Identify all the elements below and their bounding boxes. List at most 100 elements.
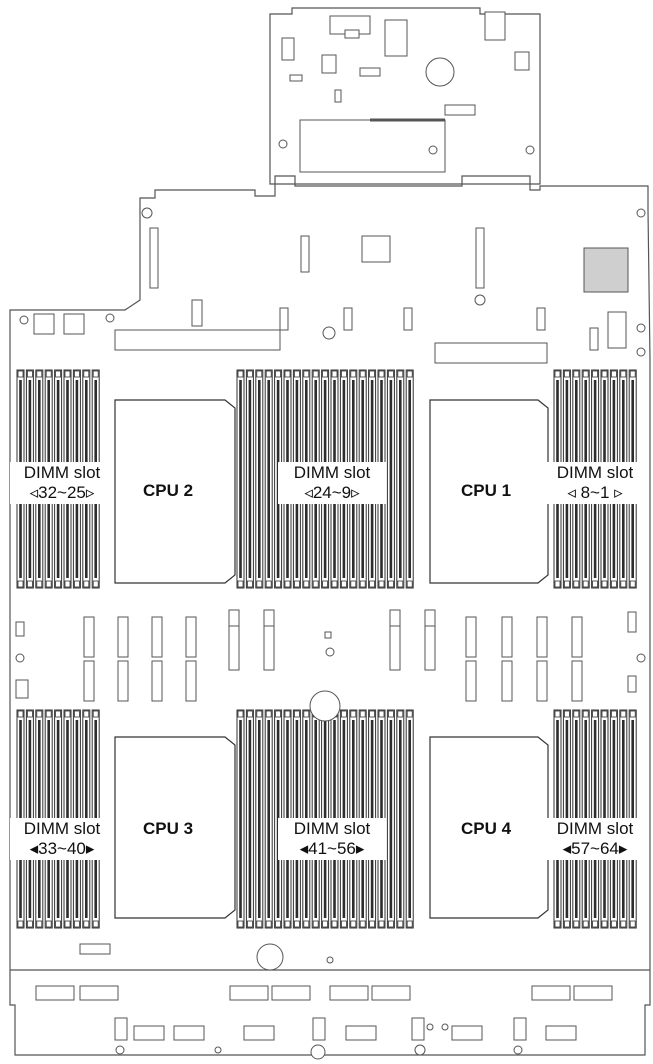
capacitor <box>309 690 341 722</box>
top-io-components <box>278 11 535 173</box>
dimm-slot <box>245 709 254 929</box>
riser-connector <box>536 660 548 702</box>
dimm-title: DIMM slot <box>23 463 101 482</box>
screw-hole <box>636 653 646 663</box>
small-chip <box>324 631 332 639</box>
riser-connector <box>465 660 477 702</box>
cpu4-label: CPU 4 <box>461 819 512 838</box>
coin-cell <box>256 943 284 971</box>
mid-row-connectors <box>15 609 646 722</box>
riser-connector <box>571 616 583 658</box>
dimm-label-57-64: DIMM slot ◂57~64▸ <box>543 818 647 860</box>
riser-connector <box>117 616 129 658</box>
cpu-socket <box>114 399 236 584</box>
cpu1-label: CPU 1 <box>461 481 512 500</box>
dimm-label-33-40: DIMM slot ◂33~40▸ <box>10 818 114 860</box>
bmc-chip <box>583 247 629 293</box>
pcie-connector <box>389 625 401 671</box>
io-chip-2 <box>359 67 381 77</box>
io-chip-1 <box>321 54 337 74</box>
riser-card <box>299 119 446 173</box>
board-outline <box>9 7 651 1056</box>
dimm-slot <box>236 709 245 929</box>
dimm-title: DIMM slot <box>23 819 101 838</box>
pcie-slot-left <box>149 227 159 289</box>
cpu-sockets <box>114 399 549 919</box>
small-connector <box>627 611 637 633</box>
riser-connector <box>83 660 95 702</box>
dimm-slot <box>386 709 395 929</box>
dimm-slot <box>405 369 414 589</box>
pcie-connector <box>263 625 275 671</box>
riser-connector <box>185 616 197 658</box>
riser-connector <box>536 616 548 658</box>
square-switch-1 <box>33 313 55 335</box>
dimm-slot <box>396 369 405 589</box>
pcie-connector <box>424 625 436 671</box>
mid-components <box>19 207 646 364</box>
connector-c <box>343 307 353 331</box>
dimm-title: DIMM slot <box>556 463 634 482</box>
bottom-components <box>35 943 613 1060</box>
bar-left <box>114 329 281 351</box>
small-connector <box>15 679 29 699</box>
pcie-slot-right <box>475 227 485 289</box>
dimm-slot <box>236 369 245 589</box>
cpu2-label: CPU 2 <box>143 481 194 500</box>
io-connector-2 <box>384 19 408 57</box>
small-connector <box>15 621 25 637</box>
riser-connector <box>83 616 95 658</box>
riser-connector <box>185 660 197 702</box>
serial-port <box>344 29 360 39</box>
riser-connector <box>117 660 129 702</box>
cpu-socket <box>114 736 236 919</box>
connector-d <box>403 307 413 331</box>
dimm-label-8-1: DIMM slot ◃ 8~1 ▹ <box>543 462 647 504</box>
dimm-range: ◂41~56▸ <box>299 839 365 858</box>
dimm-slot <box>264 369 273 589</box>
dimm-slot <box>264 709 273 929</box>
dimm-range: ◃24~9▹ <box>304 483 360 502</box>
dimm-slot <box>255 369 264 589</box>
coin-battery <box>425 57 455 87</box>
pcie-connector <box>228 625 240 671</box>
m2-connector-1 <box>300 235 310 273</box>
small-connector <box>627 675 637 693</box>
dimm-slot <box>245 369 254 589</box>
bar-right <box>434 342 548 364</box>
io-connector-4 <box>514 51 530 71</box>
screw-hole <box>15 653 25 663</box>
dimm-range: ◃32~25▹ <box>29 483 95 502</box>
riser-connector <box>571 660 583 702</box>
cpu-socket <box>429 399 549 584</box>
dimm-range: ◂57~64▸ <box>562 839 628 858</box>
dimm-slot <box>405 709 414 929</box>
io-chip-4 <box>444 104 476 116</box>
connector-a <box>191 299 203 327</box>
screw-hole <box>325 647 335 657</box>
io-chip-3 <box>334 89 342 103</box>
dimm-label-41-56: DIMM slot ◂41~56▸ <box>278 818 386 860</box>
cpu3-label: CPU 3 <box>143 819 194 838</box>
dimm-title: DIMM slot <box>293 463 371 482</box>
dimm-slot <box>386 369 395 589</box>
cpu-socket <box>429 736 549 919</box>
dimm-label-24-9: DIMM slot ◃24~9▹ <box>278 462 386 504</box>
riser-connector <box>501 616 513 658</box>
dimm-range: ◃ 8~1 ▹ <box>567 483 623 502</box>
board-upper-section <box>9 175 651 1056</box>
dimm-title: DIMM slot <box>556 819 634 838</box>
riser-connector <box>465 616 477 658</box>
power-connector <box>607 311 627 349</box>
riser-connector <box>151 616 163 658</box>
chip-square <box>361 235 391 263</box>
dimm-title: DIMM slot <box>293 819 371 838</box>
io-connector-3 <box>484 11 506 41</box>
dimm-label-32-25: DIMM slot ◃32~25▹ <box>10 462 114 504</box>
square-switch-2 <box>63 313 85 335</box>
connector-e <box>536 307 546 331</box>
connector-f <box>589 327 599 351</box>
io-chip-5 <box>289 74 303 82</box>
riser-connector <box>151 660 163 702</box>
